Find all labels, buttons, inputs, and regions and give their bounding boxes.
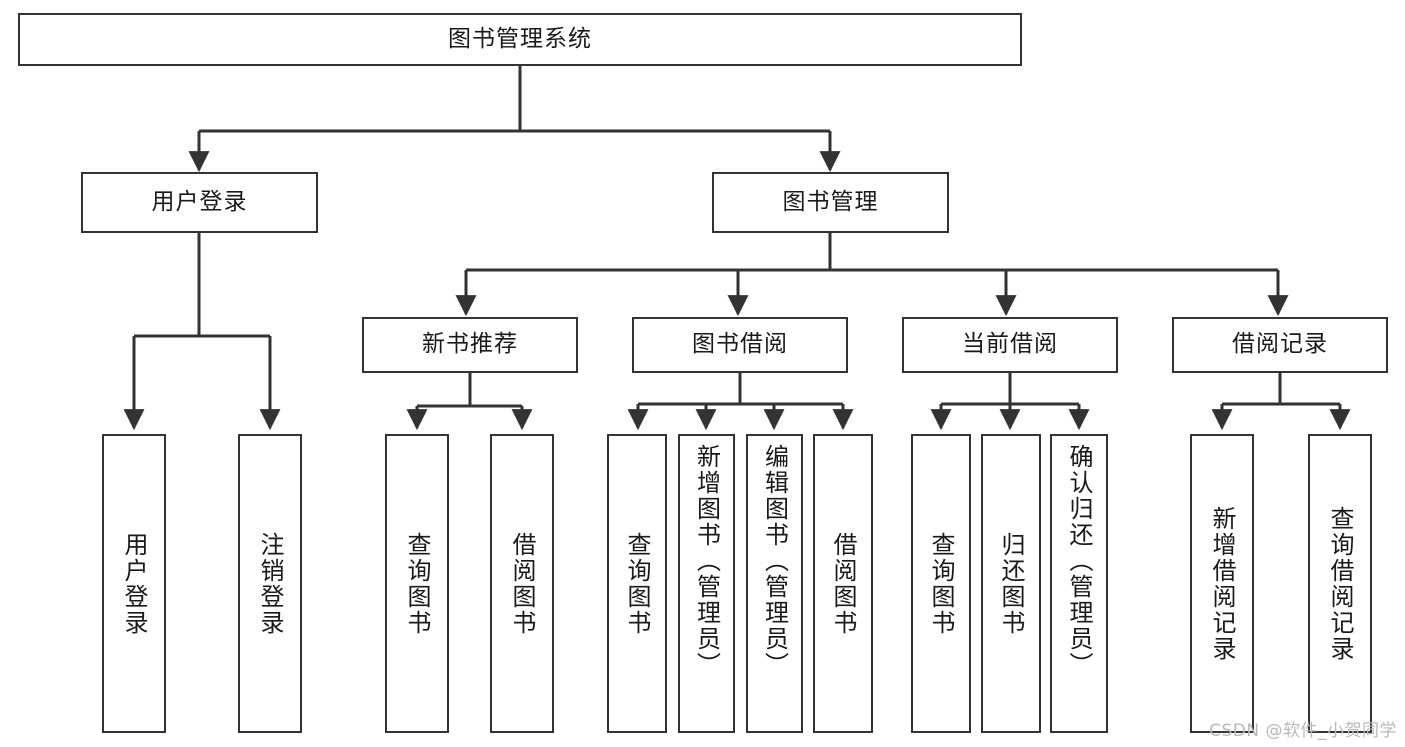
node-user-login[interactable]: 用户登录 <box>81 172 318 233</box>
node-label: 注销登录 <box>256 531 284 636</box>
csdn-watermark: CSDN @软件_小贺同学 <box>1209 721 1397 741</box>
node-label: 编辑图书（管理员） <box>760 444 789 678</box>
node-label: 确认归还（管理员） <box>1065 444 1093 678</box>
node-label: 新书推荐 <box>422 331 518 358</box>
node-leaf-query-book-borrow[interactable]: 查询图书 <box>607 434 667 733</box>
node-label: 查询图书 <box>623 531 651 636</box>
node-label: 图书管理 <box>782 188 879 215</box>
node-label: 归还图书 <box>997 531 1025 636</box>
node-leaf-edit-book[interactable]: 编辑图书（管理员） <box>746 434 803 733</box>
node-leaf-query-book-current[interactable]: 查询图书 <box>911 434 971 733</box>
node-label: 当前借阅 <box>962 331 1058 358</box>
node-label: 借阅图书 <box>829 531 857 636</box>
node-label: 新增图书（管理员） <box>692 444 721 678</box>
node-label: 图书管理系统 <box>448 25 592 52</box>
node-label: 借阅记录 <box>1232 331 1328 358</box>
node-leaf-confirm-return[interactable]: 确认归还（管理员） <box>1050 434 1108 733</box>
node-label: 查询图书 <box>927 531 955 636</box>
node-label: 查询图书 <box>403 531 431 636</box>
node-label: 新增借阅记录 <box>1208 505 1236 662</box>
node-root-book-management-system[interactable]: 图书管理系统 <box>18 13 1022 66</box>
node-leaf-user-login[interactable]: 用户登录 <box>102 434 166 733</box>
node-leaf-add-book[interactable]: 新增图书（管理员） <box>678 434 735 733</box>
node-label: 借阅图书 <box>508 531 536 636</box>
node-leaf-add-borrow-record[interactable]: 新增借阅记录 <box>1190 434 1254 733</box>
node-leaf-logout-login[interactable]: 注销登录 <box>238 434 302 733</box>
node-book-borrow[interactable]: 图书借阅 <box>632 317 848 373</box>
node-leaf-borrow-book-recommend[interactable]: 借阅图书 <box>490 434 554 733</box>
node-leaf-borrow-book-borrow[interactable]: 借阅图书 <box>813 434 873 733</box>
node-new-book-recommend[interactable]: 新书推荐 <box>362 317 578 373</box>
node-leaf-query-book-recommend[interactable]: 查询图书 <box>385 434 449 733</box>
node-leaf-return-book[interactable]: 归还图书 <box>981 434 1041 733</box>
node-label: 查询借阅记录 <box>1326 505 1354 662</box>
node-leaf-query-borrow-record[interactable]: 查询借阅记录 <box>1308 434 1372 733</box>
node-book-management[interactable]: 图书管理 <box>712 172 949 233</box>
node-label: 图书借阅 <box>692 331 788 358</box>
node-label: 用户登录 <box>151 188 248 215</box>
node-current-borrow[interactable]: 当前借阅 <box>902 317 1118 373</box>
node-borrow-record[interactable]: 借阅记录 <box>1172 317 1388 373</box>
node-label: 用户登录 <box>120 531 148 636</box>
